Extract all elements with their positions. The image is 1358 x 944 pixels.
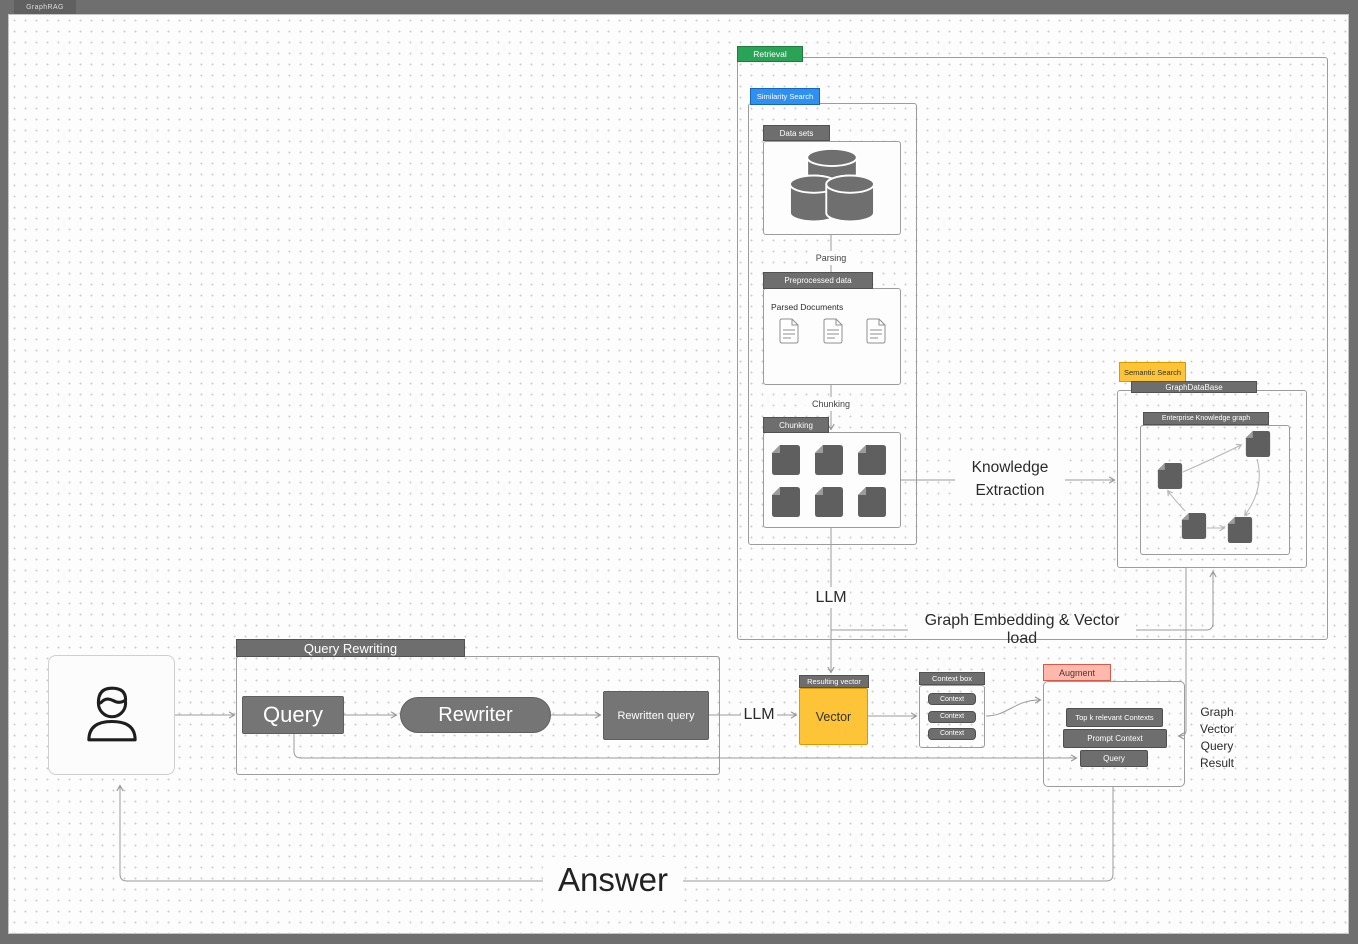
knowledge-extraction-line2: Extraction — [975, 482, 1045, 499]
arrow-query-to-augment-query[interactable] — [293, 734, 1078, 762]
chunking-label[interactable]: Chunking — [763, 417, 829, 433]
augment-label[interactable]: Augment — [1043, 664, 1111, 681]
document-icon — [823, 318, 843, 344]
preprocessed-data-label[interactable]: Preprocessed data — [763, 272, 873, 289]
topk-contexts-bar[interactable]: Top k relevant Contexts — [1066, 708, 1163, 727]
resulting-vector-label[interactable]: Resulting vector — [799, 675, 869, 688]
arrow-context-box-to-augment[interactable] — [985, 696, 1042, 717]
chunk-file-icon — [814, 444, 844, 476]
chunk-file-icon — [857, 444, 887, 476]
gvqr-line: Result — [1199, 756, 1234, 770]
augment-box[interactable] — [1043, 681, 1185, 787]
query-rewriting-container[interactable] — [236, 656, 720, 775]
rewriter-node[interactable]: Rewriter — [400, 697, 551, 733]
llm-embed-label[interactable]: LLM — [812, 587, 850, 608]
retrieval-container[interactable] — [737, 57, 1328, 640]
gvqr-line: Graph — [1200, 705, 1234, 719]
context-box[interactable]: Context Context Context — [919, 685, 985, 748]
chunk-file-icon — [771, 486, 801, 518]
context-item[interactable]: Context — [928, 693, 976, 706]
user-icon — [87, 686, 137, 742]
vector-node[interactable]: Vector — [799, 688, 868, 745]
chunk-file-icon — [814, 486, 844, 518]
user-box[interactable] — [48, 655, 175, 775]
knowledge-extraction-line1: Knowledge — [971, 459, 1049, 476]
graph-node-icon — [1227, 517, 1253, 543]
graph-node-icon — [1157, 463, 1183, 489]
similarity-search-container[interactable] — [748, 103, 917, 545]
prompt-context-bar[interactable]: Prompt Context — [1063, 729, 1167, 748]
answer-label[interactable]: Answer — [543, 857, 683, 902]
graphdatabase-label[interactable]: GraphDataBase — [1131, 381, 1257, 393]
graph-vector-query-result-label[interactable]: Graph Vector Query Result — [1193, 703, 1241, 773]
context-item[interactable]: Context — [928, 727, 976, 740]
semantic-search-label[interactable]: Semantic Search — [1119, 362, 1186, 382]
query-node[interactable]: Query — [242, 696, 344, 734]
parsing-flow-label[interactable]: Parsing — [810, 251, 852, 265]
chunk-file-icon — [857, 486, 887, 518]
context-item[interactable]: Context — [928, 710, 976, 723]
chunk-file-icon — [771, 444, 801, 476]
augment-query-bar[interactable]: Query — [1080, 750, 1148, 767]
query-rewriting-label[interactable]: Query Rewriting — [236, 639, 465, 657]
document-icon — [779, 318, 799, 344]
knowledge-extraction-label[interactable]: Knowledge Extraction — [955, 455, 1065, 503]
graph-node-icon — [1181, 513, 1207, 539]
enterprise-kg-label[interactable]: Enterprise Knowledge graph — [1143, 412, 1269, 425]
rewritten-query-node[interactable]: Rewritten query — [603, 691, 709, 740]
database-icon — [784, 146, 880, 230]
diagram-tab[interactable]: GraphRAG — [14, 0, 76, 14]
graph-embedding-label[interactable]: Graph Embedding & Vector load — [908, 612, 1136, 647]
datasets-label[interactable]: Data sets — [763, 125, 830, 141]
arrow-graph-embedding-load[interactable] — [831, 570, 1217, 631]
retrieval-label[interactable]: Retrieval — [737, 46, 803, 62]
context-box-label[interactable]: Context box — [919, 672, 985, 685]
similarity-search-label[interactable]: Similarity Search — [750, 88, 820, 105]
chunking-flow-label[interactable]: Chunking — [806, 397, 856, 411]
graph-node-icon — [1245, 431, 1271, 457]
canvas[interactable] — [8, 14, 1349, 934]
enterprise-kg-box[interactable] — [1140, 425, 1290, 555]
llm-rewrite-label[interactable]: LLM — [741, 703, 777, 727]
gvqr-line: Query — [1200, 739, 1234, 753]
gvqr-line: Vector — [1199, 722, 1235, 736]
document-icon — [866, 318, 886, 344]
knowledge-graph-icon — [1157, 431, 1271, 543]
parsed-documents-title: Parsed Documents — [771, 302, 844, 312]
